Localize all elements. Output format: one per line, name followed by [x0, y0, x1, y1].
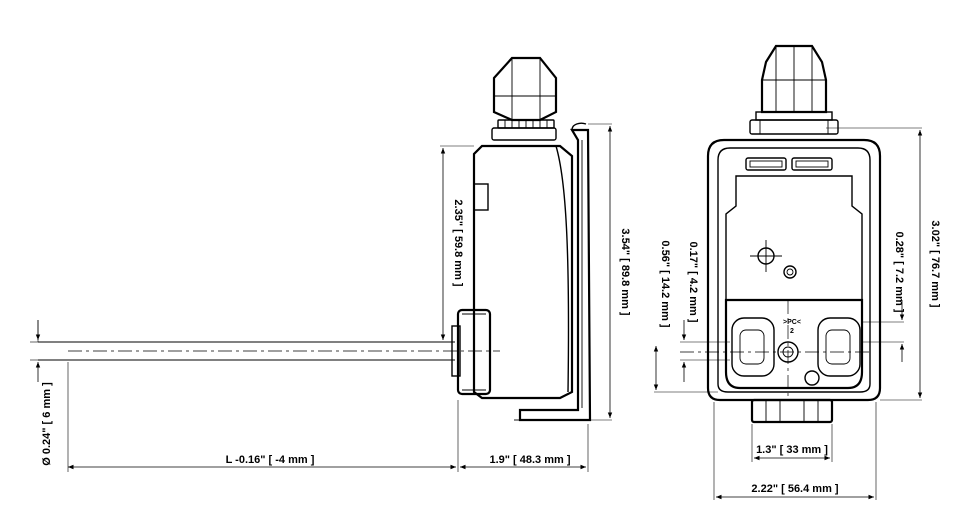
front-view: >PC< 2 0.17" [ 4.2 mm ] 0.56" [ 14. [653, 44, 941, 500]
probe [37, 320, 500, 361]
dim-front-height: 3.02" [ 76.7 mm ] [929, 220, 941, 307]
side-cable-gland [491, 56, 558, 141]
side-housing [451, 122, 592, 422]
dim-probe-length: L -0.16" [ -4 mm ] [226, 454, 315, 466]
dim-offset-017: 0.17" [ 4.2 mm ] [687, 241, 699, 322]
front-housing: >PC< 2 [680, 138, 882, 424]
dim-front-width: 2.22" [ 56.4 mm ] [751, 483, 838, 495]
dim-side-height-total: 3.54" [ 89.8 mm ] [619, 228, 631, 315]
dim-offset-028: 0.28" [ 7.2 mm ] [893, 231, 905, 312]
side-view: Ø 0.24" [ 6 mm ] L -0.16" [ -4 mm ] 1.9"… [30, 56, 631, 472]
dim-gland-width: 1.3" [ 33 mm ] [756, 444, 828, 456]
front-cable-gland [749, 44, 839, 135]
dim-offset-056: 0.56" [ 14.2 mm ] [659, 240, 671, 327]
dim-probe-diameter: Ø 0.24" [ 6 mm ] [41, 382, 53, 466]
dim-depth: 1.9" [ 48.3 mm ] [489, 454, 570, 466]
terminal-number: 2 [790, 328, 794, 335]
dim-side-height-upper: 2.35" [ 59.8 mm ] [452, 199, 464, 286]
terminal-label: >PC< [783, 319, 801, 326]
